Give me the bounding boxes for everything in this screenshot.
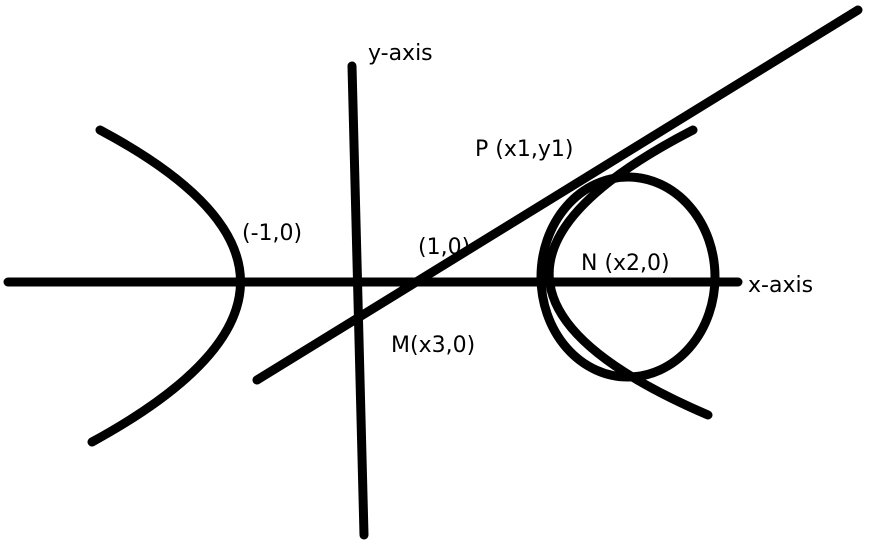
tangent-line xyxy=(252,5,863,385)
y-axis-label: y-axis xyxy=(368,41,433,66)
point-n-label: N (x2,0) xyxy=(581,251,670,276)
vertex-left-label: (-1,0) xyxy=(242,221,302,246)
point-p-label: P (x1,y1) xyxy=(475,137,573,162)
circle-centered-n xyxy=(536,172,720,382)
x-axis-label: x-axis xyxy=(748,273,813,298)
vertex-right-label: (1,0) xyxy=(418,235,470,260)
y-axis-line xyxy=(347,61,369,540)
point-m-label: M(x3,0) xyxy=(391,333,475,358)
hyperbola-left-branch xyxy=(87,125,245,447)
